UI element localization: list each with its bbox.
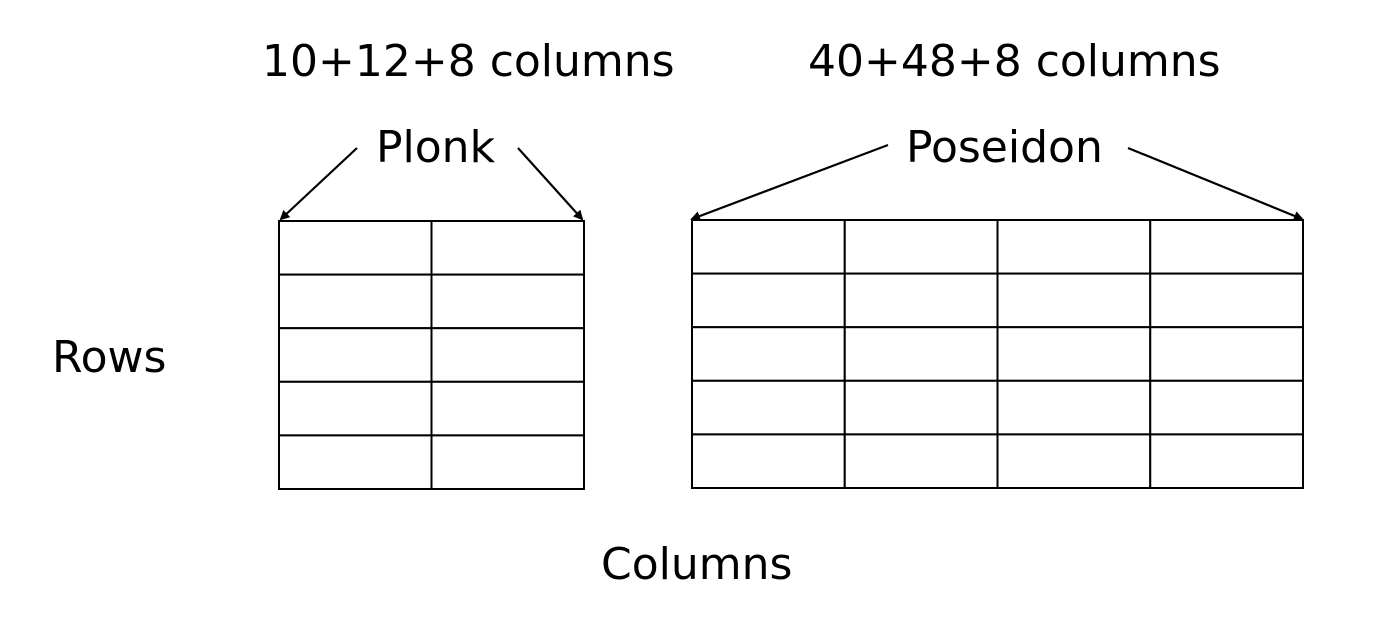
rows-axis-label: Rows: [52, 332, 167, 383]
plonk-cell: [278, 327, 433, 383]
columns-axis-label: Columns: [601, 539, 793, 590]
poseidon-cell: [996, 219, 1152, 275]
plonk-cell: [430, 220, 585, 276]
poseidon-cell: [1149, 326, 1304, 382]
poseidon-cell: [843, 219, 999, 275]
poseidon-cell: [691, 219, 846, 275]
poseidon-arrow-right: [1127, 146, 1304, 221]
poseidon-cell: [996, 272, 1152, 329]
poseidon-arrow-left: [690, 143, 889, 221]
poseidon-cell: [691, 379, 846, 436]
poseidon-cell: [1149, 433, 1304, 489]
poseidon-label: Poseidon: [906, 122, 1103, 173]
plonk-cell: [278, 434, 433, 490]
poseidon-cell: [843, 272, 999, 329]
poseidon-cell: [996, 326, 1152, 382]
plonk-table-grid: [278, 220, 585, 490]
poseidon-cell: [691, 272, 846, 329]
poseidon-cell: [691, 326, 846, 382]
plonk-cell: [278, 220, 433, 276]
poseidon-cell: [1149, 379, 1304, 436]
plonk-cell: [278, 273, 433, 330]
poseidon-cell: [843, 433, 999, 489]
poseidon-cell: [996, 379, 1152, 436]
plonk-cell: [430, 380, 585, 437]
plonk-cell: [430, 434, 585, 490]
poseidon-cell: [996, 433, 1152, 489]
plonk-arrow-left: [279, 147, 358, 221]
poseidon-cell: [843, 379, 999, 436]
plonk-cell: [430, 327, 585, 383]
plonk-column-count: 10+12+8 columns: [262, 36, 675, 87]
poseidon-cell: [843, 326, 999, 382]
poseidon-column-count: 40+48+8 columns: [808, 36, 1221, 87]
poseidon-cell: [1149, 219, 1304, 275]
poseidon-cell: [691, 433, 846, 489]
plonk-label: Plonk: [376, 122, 496, 173]
poseidon-table-grid: [691, 219, 1304, 489]
plonk-arrow-right: [517, 147, 584, 221]
poseidon-cell: [1149, 272, 1304, 329]
plonk-cell: [278, 380, 433, 437]
plonk-cell: [430, 273, 585, 330]
